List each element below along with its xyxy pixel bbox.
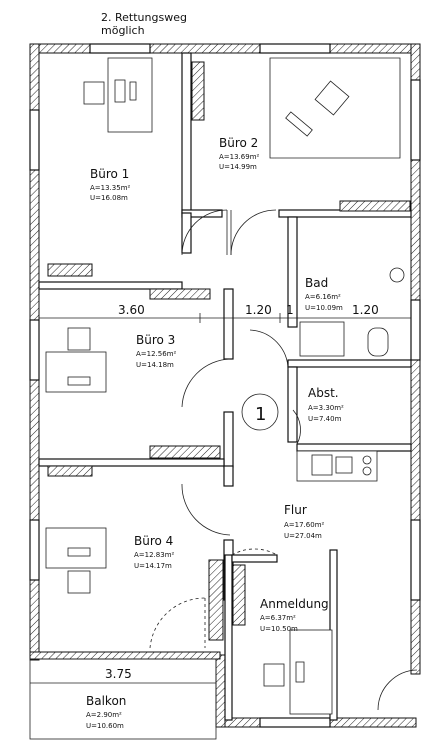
svg-text:A=12.56m²: A=12.56m² bbox=[136, 350, 177, 358]
svg-text:A=17.60m²: A=17.60m² bbox=[284, 521, 325, 529]
exterior-walls bbox=[29, 43, 421, 728]
room-label-buero4: Büro 4 A=12.83m² U=14.17m bbox=[134, 534, 175, 570]
svg-text:Abst.: Abst. bbox=[308, 386, 339, 400]
room-label-balkon: Balkon A=2.90m² U=10.60m bbox=[86, 694, 126, 730]
svg-text:Büro 1: Büro 1 bbox=[90, 167, 129, 181]
room-label-buero1: Büro 1 A=13.35m² U=16.08m bbox=[90, 167, 131, 202]
svg-text:A=13.69m²: A=13.69m² bbox=[219, 153, 260, 161]
escape-route-label-2: möglich bbox=[101, 24, 145, 37]
svg-text:Büro 2: Büro 2 bbox=[219, 136, 258, 150]
svg-text:Balkon: Balkon bbox=[86, 694, 126, 708]
entrance-marker: 1 bbox=[241, 393, 279, 431]
svg-text:Büro 4: Büro 4 bbox=[134, 534, 173, 548]
svg-text:A=12.83m²: A=12.83m² bbox=[134, 551, 175, 559]
dimension-line bbox=[30, 313, 411, 684]
dimension-label: 1.20 bbox=[245, 303, 272, 317]
entrance-number: 1 bbox=[255, 404, 266, 425]
svg-text:U=10.60m: U=10.60m bbox=[86, 722, 124, 730]
svg-text:A=6.16m²: A=6.16m² bbox=[305, 293, 341, 301]
dimension-label: 3.60 bbox=[118, 303, 145, 317]
room-label-buero3: Büro 3 A=12.56m² U=14.18m bbox=[136, 333, 177, 369]
room-label-flur: Flur A=17.60m² U=27.04m bbox=[284, 503, 325, 540]
furniture bbox=[45, 57, 405, 715]
svg-text:U=10.50m: U=10.50m bbox=[260, 625, 298, 633]
svg-text:Büro 3: Büro 3 bbox=[136, 333, 175, 347]
svg-text:Flur: Flur bbox=[284, 503, 307, 517]
svg-text:U=14.17m: U=14.17m bbox=[134, 562, 172, 570]
room-label-buero2: Büro 2 A=13.69m² U=14.99m bbox=[219, 136, 260, 171]
dimension-label: 1 bbox=[286, 303, 294, 317]
svg-text:A=13.35m²: A=13.35m² bbox=[90, 184, 131, 192]
svg-text:A=6.37m²: A=6.37m² bbox=[260, 614, 296, 622]
svg-text:A=3.30m²: A=3.30m² bbox=[308, 404, 344, 412]
doors bbox=[149, 209, 418, 711]
escape-route-label: 2. Rettungsweg bbox=[101, 11, 187, 24]
svg-text:U=7.40m: U=7.40m bbox=[308, 415, 342, 423]
dimension-label: 1.20 bbox=[352, 303, 379, 317]
svg-text:Bad: Bad bbox=[305, 276, 328, 290]
svg-text:A=2.90m²: A=2.90m² bbox=[86, 711, 122, 719]
svg-text:U=27.04m: U=27.04m bbox=[284, 532, 322, 540]
svg-text:U=10.09m: U=10.09m bbox=[305, 304, 343, 312]
room-label-anmeldung: Anmeldung A=6.37m² U=10.50m bbox=[260, 597, 329, 633]
interior-walls bbox=[29, 52, 412, 740]
svg-text:U=16.08m: U=16.08m bbox=[90, 194, 128, 202]
svg-text:U=14.99m: U=14.99m bbox=[219, 163, 257, 171]
dimension-label: 3.75 bbox=[105, 667, 132, 681]
svg-text:U=14.18m: U=14.18m bbox=[136, 361, 174, 369]
room-label-abst: Abst. A=3.30m² U=7.40m bbox=[308, 386, 344, 423]
room-label-bad: Bad A=6.16m² U=10.09m bbox=[305, 276, 343, 312]
svg-text:Anmeldung: Anmeldung bbox=[260, 597, 329, 611]
